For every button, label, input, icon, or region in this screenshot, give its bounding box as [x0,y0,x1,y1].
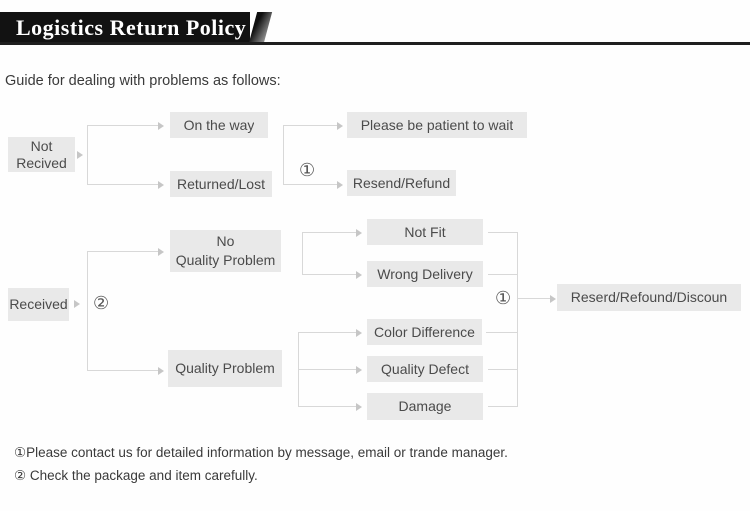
arrowhead-icon [158,181,164,189]
connector-line [87,125,158,126]
flow-box-no-quality-problem: No Quality Problem [170,230,281,272]
banner-slash-decoration [248,12,273,43]
flow-box-please-wait: Please be patient to wait [347,112,527,138]
connector-line [298,369,356,370]
flow-box-label: Wrong Delivery [377,265,473,282]
arrowhead-icon [337,122,343,130]
connector-line [87,251,88,370]
flow-box-damage: Damage [367,393,483,420]
flow-box-received: Received [8,288,69,321]
flow-box-label: Not Fit [404,223,446,240]
arrowhead-icon [77,151,83,159]
connector-line [87,370,158,371]
header-banner: Logistics Return Policy [0,12,250,43]
arrowhead-icon [356,229,362,237]
flow-box-wrong-delivery: Wrong Delivery [367,261,483,287]
intro-text: Guide for dealing with problems as follo… [5,73,281,89]
flow-box-resolution: Reserd/Refound/Discoun [557,284,741,311]
flow-box-label: Received [9,296,68,312]
flow-box-label: Damage [398,398,452,414]
connector-line [302,274,356,275]
flow-box-color-difference: Color Difference [367,319,482,345]
flow-box-label: On the way [183,116,255,133]
connector-line [283,125,284,185]
connector-line [517,298,550,299]
flow-box-label: Please be patient to wait [360,116,514,133]
connector-line [87,184,158,185]
arrowhead-icon [356,403,362,411]
flow-box-label: Returned/Lost [177,175,265,192]
circled-one-marker: ① [299,160,316,181]
connector-line [302,232,356,233]
connector-line [488,369,517,370]
flow-box-not-fit: Not Fit [367,219,483,245]
arrowhead-icon [356,329,362,337]
connector-line [302,232,303,274]
connector-line [488,232,517,233]
connector-line [488,406,517,407]
flow-box-on-the-way: On the way [170,112,268,138]
circled-one-marker: ① [495,288,512,309]
flow-box-label: No Quality Problem [175,233,276,268]
flow-box-label: Color Difference [374,323,475,340]
connector-line [298,332,356,333]
footnote-2: ② Check the package and item carefully. [14,468,258,483]
flow-box-quality-defect: Quality Defect [367,356,483,382]
arrowhead-icon [356,271,362,279]
arrowhead-icon [158,248,164,256]
arrowhead-icon [337,181,343,189]
arrowhead-icon [356,366,362,374]
arrowhead-icon [158,122,164,130]
flow-box-label: Quality Problem [175,360,275,376]
flow-box-label: Resend/Refund [352,174,451,191]
connector-line [488,274,517,275]
flow-box-not-received: Not Recived [8,137,75,172]
connector-line [87,125,88,185]
arrowhead-icon [550,295,556,303]
connector-line [283,125,337,126]
flow-box-label: Not Recived [16,137,67,171]
flow-box-returned-lost: Returned/Lost [170,171,272,197]
connector-line [298,406,356,407]
connector-line [87,251,158,252]
connector-line [283,184,337,185]
header-rule [0,42,750,45]
connector-line [486,332,517,333]
arrowhead-icon [74,300,80,308]
page-title: Logistics Return Policy [16,14,247,40]
footnote-1: ①Please contact us for detailed informat… [14,445,508,460]
flow-box-quality-problem: Quality Problem [168,350,282,387]
connector-line [517,232,518,407]
arrowhead-icon [158,367,164,375]
flow-box-label: Quality Defect [381,360,469,377]
flow-box-resend-refund: Resend/Refund [347,170,456,196]
circled-two-marker: ② [93,293,110,314]
flow-box-label: Reserd/Refound/Discoun [570,289,728,305]
